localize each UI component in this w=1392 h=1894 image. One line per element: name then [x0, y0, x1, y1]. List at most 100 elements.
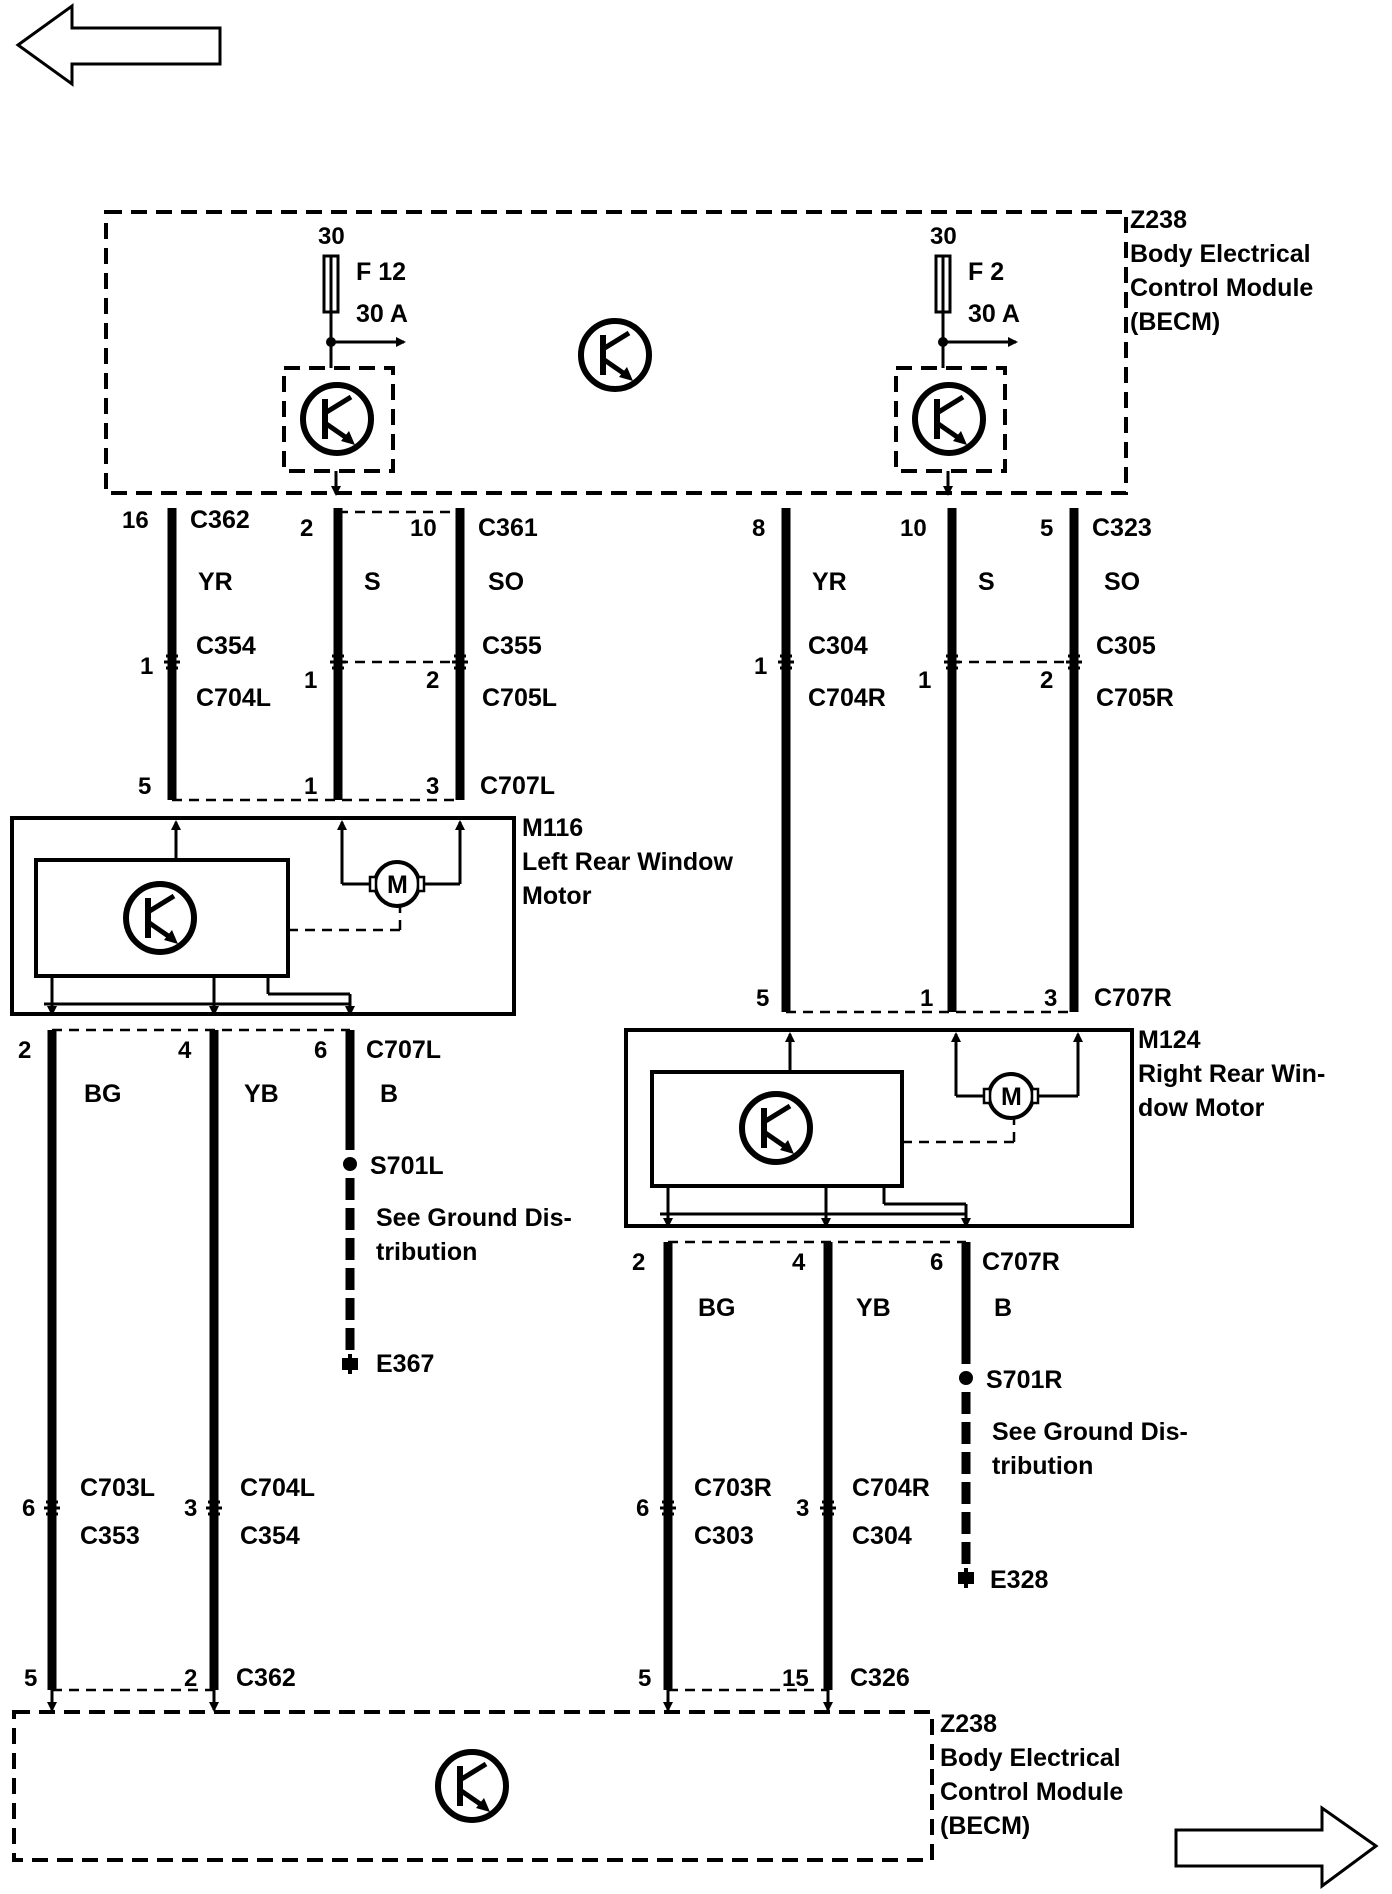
left-motor-pin-3: 3	[426, 773, 439, 800]
right-inline-pin-b: 1	[918, 667, 931, 694]
right-inline-c304: C304	[808, 632, 868, 660]
right-inline-c703r: C703R	[694, 1474, 772, 1502]
fuse-right-rating: 30 A	[968, 300, 1020, 328]
right-inline-c304-lower: C304	[852, 1522, 912, 1550]
right-color-bg: BG	[698, 1294, 736, 1322]
motor-left-transistor-icon	[126, 884, 194, 952]
left-bottom-pin-5: 5	[24, 1665, 37, 1692]
next-page-arrow-icon[interactable]	[1174, 1805, 1379, 1889]
ground-right-icon	[956, 1568, 976, 1588]
becm-top-id: Z238	[1130, 206, 1187, 234]
motor-left-name-2: Motor	[522, 882, 592, 910]
right-conn-c323: C323	[1092, 514, 1152, 542]
left-color-yr: YR	[198, 568, 233, 596]
left-lower-pin-2: 2	[18, 1037, 31, 1064]
ground-right-label: E328	[990, 1566, 1048, 1594]
motor-right-controller-box	[650, 1070, 904, 1188]
driver-left-box	[282, 366, 395, 473]
right-bottom-conn-c326: C326	[850, 1664, 910, 1692]
right-motor-pin-3: 3	[1044, 985, 1057, 1012]
becm-bottom-box	[12, 1710, 934, 1862]
driver-right-transistor-icon	[915, 385, 983, 453]
splice-right-label: S701R	[986, 1366, 1062, 1394]
fuse-left-name: F 12	[356, 258, 406, 286]
right-lower-pin-4: 4	[792, 1249, 806, 1276]
motor-left-id: M116	[522, 814, 583, 842]
right-lower-pin-6: 6	[930, 1249, 943, 1276]
right-motor-pin-1: 1	[920, 985, 933, 1012]
left-pin-16: 16	[122, 507, 149, 534]
left-bottom-pin-2: 2	[184, 1665, 197, 1692]
motor-right-transistor-icon	[742, 1094, 810, 1162]
right-color-b: B	[994, 1294, 1012, 1322]
left-motor-pin-5: 5	[138, 773, 151, 800]
fuse-left-supply: 30	[318, 223, 345, 250]
left-pin-10: 10	[410, 515, 437, 542]
left-lower-inline-pin-3: 3	[184, 1495, 197, 1522]
right-conn-c707r-bottom: C707R	[982, 1248, 1060, 1276]
driver-right-box	[894, 366, 1007, 473]
fuse-right-name: F 2	[968, 258, 1004, 286]
becm-bottom-id: Z238	[940, 1710, 997, 1738]
splice-right-icon	[959, 1371, 973, 1385]
becm-top-box	[104, 210, 1128, 495]
left-inline-pin-a: 1	[140, 653, 153, 680]
left-inline-c705l: C705L	[482, 684, 557, 712]
right-inline-pin-a: 1	[754, 653, 767, 680]
motor-left-m-label: M	[387, 871, 408, 899]
right-inline-c305: C305	[1096, 632, 1156, 660]
becm-bottom-name-2: Control Module	[940, 1778, 1123, 1806]
right-pin-8: 8	[752, 515, 765, 542]
left-color-bg: BG	[84, 1080, 122, 1108]
left-lower-inline-pin-6: 6	[22, 1495, 35, 1522]
left-pin-2: 2	[300, 515, 313, 542]
left-inline-c353: C353	[80, 1522, 140, 1550]
motor-left-name-1: Left Rear Window	[522, 848, 733, 876]
motor-right-name-2: dow Motor	[1138, 1094, 1265, 1122]
left-color-so: SO	[488, 568, 524, 596]
motor-right-id: M124	[1138, 1026, 1201, 1054]
motor-right-m-label: M	[1001, 1083, 1022, 1111]
left-conn-c361: C361	[478, 514, 538, 542]
right-lower-inline-pin-6: 6	[636, 1495, 649, 1522]
left-inline-c704l: C704L	[196, 684, 271, 712]
left-lower-pin-6: 6	[314, 1037, 327, 1064]
right-color-yr: YR	[812, 568, 847, 596]
left-inline-pin-c: 2	[426, 667, 439, 694]
left-inline-c354: C354	[196, 632, 256, 660]
right-color-so: SO	[1104, 568, 1140, 596]
left-bottom-conn-c362: C362	[236, 1664, 296, 1692]
right-inline-pin-c: 2	[1040, 667, 1053, 694]
right-inline-c704r-lower: C704R	[852, 1474, 930, 1502]
splice-left-label: S701L	[370, 1152, 444, 1180]
left-inline-c355: C355	[482, 632, 542, 660]
splice-left-icon	[343, 1157, 357, 1171]
driver-left-transistor-icon	[303, 385, 371, 453]
ground-left-label: E367	[376, 1350, 434, 1378]
left-conn-c362: C362	[190, 506, 250, 534]
right-color-yb: YB	[856, 1294, 891, 1322]
left-inline-pin-b: 1	[304, 667, 317, 694]
right-bottom-pin-5: 5	[638, 1665, 651, 1692]
right-inline-c303: C303	[694, 1522, 754, 1550]
ground-note-right-1: See Ground Dis-	[992, 1418, 1188, 1446]
motor-left-box	[10, 816, 516, 1016]
becm-top-name-1: Body Electrical	[1130, 240, 1311, 268]
becm-bottom-name-3: (BECM)	[940, 1812, 1030, 1840]
motor-right-name-1: Right Rear Win-	[1138, 1060, 1325, 1088]
left-inline-c704l-lower: C704L	[240, 1474, 315, 1502]
right-inline-c704r: C704R	[808, 684, 886, 712]
left-inline-c354-lower: C354	[240, 1522, 300, 1550]
previous-page-arrow-icon[interactable]	[15, 3, 222, 87]
right-conn-c707r-top: C707R	[1094, 984, 1172, 1012]
right-lower-inline-pin-3: 3	[796, 1495, 809, 1522]
left-color-yb: YB	[244, 1080, 279, 1108]
becm-bottom-name-1: Body Electrical	[940, 1744, 1121, 1772]
ground-note-left-2: tribution	[376, 1238, 477, 1266]
becm-top-transistor-icon	[581, 321, 649, 389]
ground-left-icon	[340, 1354, 360, 1374]
right-motor-pin-5: 5	[756, 985, 769, 1012]
left-motor-pin-1: 1	[304, 773, 317, 800]
left-color-b: B	[380, 1080, 398, 1108]
